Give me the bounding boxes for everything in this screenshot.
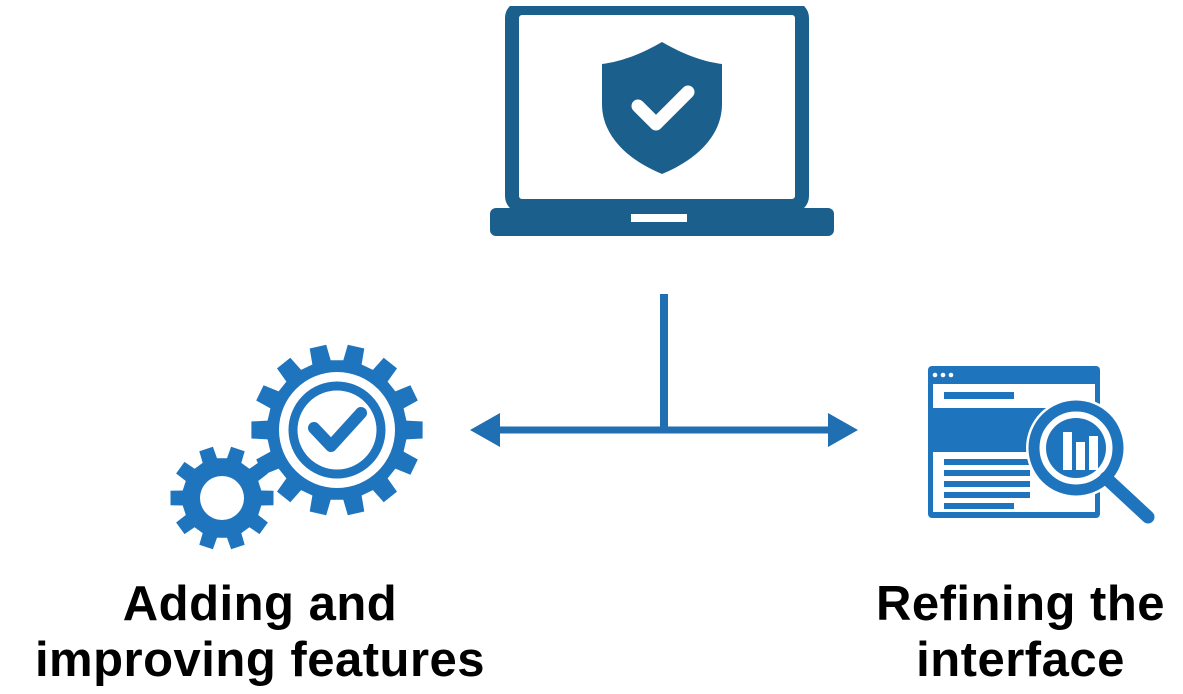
magnifier-chart-icon xyxy=(1026,398,1155,524)
check-icon xyxy=(308,407,367,452)
left-caption-line2: improving features xyxy=(34,633,486,687)
small-gear-icon xyxy=(170,446,274,550)
large-gear-icon xyxy=(251,344,423,516)
gears-check-icon xyxy=(170,344,423,550)
right-caption: Refining the interface xyxy=(858,576,1183,688)
shield-check-icon xyxy=(602,42,722,174)
left-caption-line1: Adding and xyxy=(122,577,398,631)
laptop-shield-icon xyxy=(490,6,834,236)
branch-connector-arrows xyxy=(470,294,858,447)
right-caption-line2: interface xyxy=(916,633,1125,687)
left-caption: Adding and improving features xyxy=(0,576,520,688)
browser-analytics-icon xyxy=(928,366,1155,524)
right-caption-line1: Refining the xyxy=(875,577,1166,631)
